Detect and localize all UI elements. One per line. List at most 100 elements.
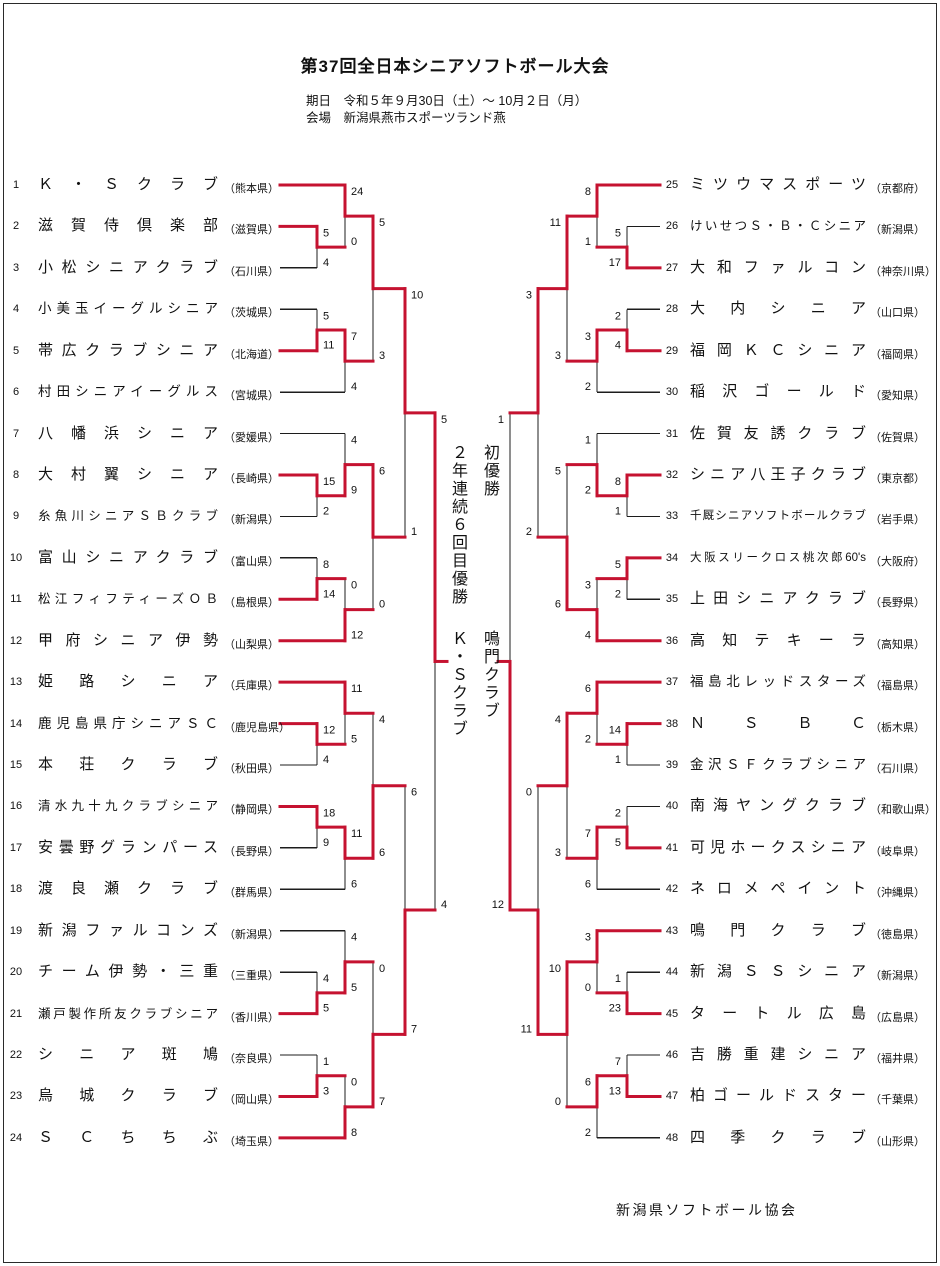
team-prefecture: （福島県） [870, 680, 925, 693]
team-name: 福島北レッドスターズ [690, 674, 866, 690]
score-label: 1 [585, 435, 591, 447]
score-label: 6 [379, 847, 385, 859]
team-name: 糸魚川シニアＳＢクラブ [38, 509, 218, 524]
team-prefecture: （愛知県） [870, 390, 925, 403]
score-label: 15 [323, 476, 335, 488]
team-number: 38 [665, 717, 679, 730]
score-label: 5 [615, 837, 621, 849]
team-prefecture: （新潟県） [870, 970, 925, 983]
score-label: 4 [351, 435, 357, 447]
team-prefecture: （大阪府） [870, 555, 925, 568]
score-label: 2 [615, 588, 621, 600]
team-prefecture: （石川県） [224, 265, 279, 278]
team-prefecture: （福岡県） [870, 348, 925, 361]
team-prefecture: （広島県） [870, 1011, 925, 1024]
team-number: 27 [665, 261, 679, 274]
team-number: 36 [665, 634, 679, 647]
score-label: 6 [585, 1077, 591, 1089]
team-number: 19 [9, 924, 23, 937]
score-label: 5 [615, 559, 621, 571]
team-prefecture: （神奈川県） [870, 265, 936, 278]
team-name: 可児ホークスシニア [690, 838, 866, 856]
team-prefecture: （岩手県） [870, 514, 925, 527]
team-number: 33 [665, 510, 679, 523]
score-label: 12 [351, 630, 363, 642]
score-label: 4 [615, 340, 621, 352]
team-name: 千厩シニアソフトボールクラブ [690, 510, 866, 523]
team-prefecture: （佐賀県） [870, 431, 925, 444]
score-label: 2 [585, 1127, 591, 1139]
score-label: 1 [585, 236, 591, 248]
team-prefecture: （島根県） [224, 597, 279, 610]
team-name: 烏城クラブ [38, 1087, 218, 1105]
score-label: 6 [585, 683, 591, 695]
score-label: 6 [411, 787, 417, 799]
score-label: 4 [323, 973, 329, 985]
team-number: 28 [665, 303, 679, 316]
team-prefecture: （茨城県） [224, 307, 279, 320]
team-name: ミツウマスポーツ [690, 176, 866, 193]
score-label: 4 [585, 630, 591, 642]
team-name: 安曇野グランパース [38, 838, 218, 856]
team-number: 23 [9, 1090, 23, 1103]
team-row: 27 大和ファルコン （神奈川県） [662, 258, 936, 278]
team-number: 9 [12, 510, 20, 523]
team-prefecture: （兵庫県） [224, 680, 279, 693]
team-prefecture: （富山県） [224, 555, 279, 568]
team-prefecture: （北海道） [224, 348, 279, 361]
score-label: 5 [379, 217, 385, 229]
team-prefecture: （京都府） [870, 183, 925, 195]
team-number: 32 [665, 469, 679, 481]
team-prefecture: （福井県） [870, 1053, 925, 1066]
team-name: 上田シニアクラブ [690, 590, 866, 608]
team-name: ネロメペイント [690, 880, 866, 898]
team-number: 35 [665, 593, 679, 606]
team-prefecture: （香川県） [224, 1011, 279, 1024]
team-name: 四季クラブ [690, 1128, 866, 1146]
score-label: 2 [615, 807, 621, 819]
team-number: 21 [9, 1007, 23, 1020]
score-label: 18 [323, 807, 335, 819]
team-prefecture: （愛媛県） [224, 431, 279, 444]
team-number: 25 [665, 179, 679, 191]
score-label: 8 [585, 186, 591, 198]
score-label: 0 [379, 963, 385, 975]
team-prefecture: （千葉県） [870, 1094, 925, 1107]
score-label: 1 [615, 754, 621, 766]
score-label: 6 [379, 466, 385, 478]
score-label: 3 [585, 331, 591, 343]
team-name: 本荘クラブ [38, 756, 218, 774]
team-prefecture: （奈良県） [224, 1053, 279, 1066]
score-label: 24 [351, 186, 363, 198]
team-name: 大和ファルコン [690, 258, 866, 276]
team-name: 大内シニア [690, 300, 866, 318]
score-label: 1 [498, 414, 504, 426]
score-label: 7 [411, 1023, 417, 1035]
team-prefecture: （石川県） [870, 763, 925, 776]
score-label: 5 [323, 1003, 329, 1015]
team-prefecture: （滋賀県） [224, 224, 279, 237]
champion-right-name: 鳴門クラブ [481, 630, 498, 720]
team-number: 14 [9, 717, 23, 730]
score-label: 1 [615, 973, 621, 985]
team-number: 26 [665, 220, 679, 233]
team-prefecture: （秋田県） [224, 763, 279, 776]
team-prefecture: （岐阜県） [870, 845, 925, 858]
team-name: 大村翼シニア [38, 466, 218, 483]
score-label: 3 [585, 932, 591, 944]
team-name: シニア八王子クラブ [690, 466, 866, 483]
team-number: 12 [9, 634, 23, 647]
team-prefecture: （長野県） [870, 597, 925, 610]
team-name: ＳＣちちぶ [38, 1128, 218, 1146]
